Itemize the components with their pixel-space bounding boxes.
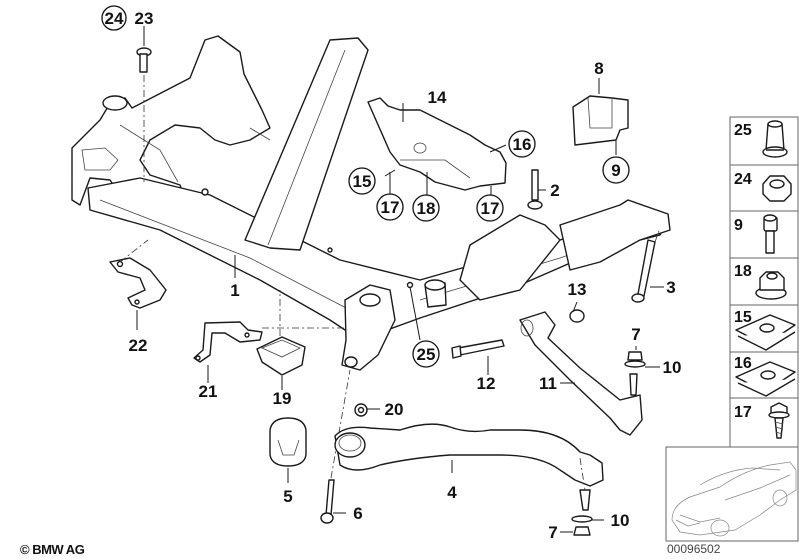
callout-5: 5 [283,487,292,506]
fastener-legend: 25 24 9 18 15 16 [729,116,799,448]
washer-10-lower [571,515,593,523]
callout-23: 23 [135,9,154,28]
spring-nut-clip-icon [735,314,796,351]
callout-7-lower: 7 [548,523,557,542]
callout-1: 1 [230,281,239,300]
callout-4: 4 [447,483,457,502]
bracket-21 [193,321,263,363]
legend-label-18: 18 [734,263,752,280]
callout-7-upper: 7 [631,325,640,344]
bolt-12 [451,339,505,359]
callout-22: 22 [129,336,148,355]
legend-label-25: 25 [734,122,752,139]
rubber-stop-19 [256,290,345,376]
nut-7-lower [573,526,591,536]
heat-shield [367,97,507,191]
legend-label-9: 9 [734,217,743,234]
front-axle-subframe [71,35,671,371]
socket-head-screw-icon [763,214,778,254]
legend-label-17: 17 [734,404,752,421]
bolt-23 [136,47,152,182]
bolt-6 [320,369,351,524]
tension-strut-11 [519,311,643,436]
callout-15: 15 [353,172,372,191]
callout-24-a: 24 [105,9,124,28]
callout-12: 12 [477,374,496,393]
callout-17-b: 17 [481,199,500,218]
spring-nut-clip-icon [735,361,796,397]
callout-2: 2 [550,181,559,200]
callout-21: 21 [199,382,218,401]
self-tapping-screw-icon [768,402,790,439]
legend-label-16: 16 [734,355,752,372]
flange-nut-icon [755,271,787,300]
legend-label-15: 15 [734,309,752,326]
copyright-text: © BMW AG [20,542,85,557]
nut-7-upper [627,351,643,361]
callout-3: 3 [666,278,675,297]
vehicle-thumbnail [665,446,799,542]
washer-10-upper [624,360,646,368]
leader-lines [136,26,664,533]
callout-19: 19 [273,389,292,408]
collar-nut-icon [762,120,788,158]
callout-10-upper: 10 [663,358,682,377]
callout-9: 9 [611,161,620,180]
legend-label-24: 24 [734,171,752,188]
bolt-2 [527,169,543,210]
callout-20: 20 [385,400,404,419]
callout-13: 13 [568,280,587,299]
nut-20 [354,403,368,417]
document-number: 00096502 [667,542,721,556]
callout-11: 11 [539,374,557,393]
control-arm-4 [334,423,604,511]
callout-16: 16 [513,135,532,154]
callout-10-lower: 10 [611,511,630,530]
callout-25-a: 25 [417,345,436,364]
callout-18: 18 [417,199,436,218]
bush-13 [569,309,585,323]
callout-6: 6 [353,504,362,523]
callout-17-a: 17 [381,198,400,217]
callout-14: 14 [428,88,447,107]
bracket-22 [109,239,167,309]
callout-8: 8 [594,59,603,78]
bolt-3 [631,227,661,303]
hex-nut-icon [762,175,792,202]
bush-5 [269,417,307,467]
callout-labels: 24 23 1 2 3 4 5 6 7 7 8 9 10 10 11 12 13… [101,5,682,542]
car-outline-icon [671,461,797,537]
bracket-part-8 [572,95,629,146]
